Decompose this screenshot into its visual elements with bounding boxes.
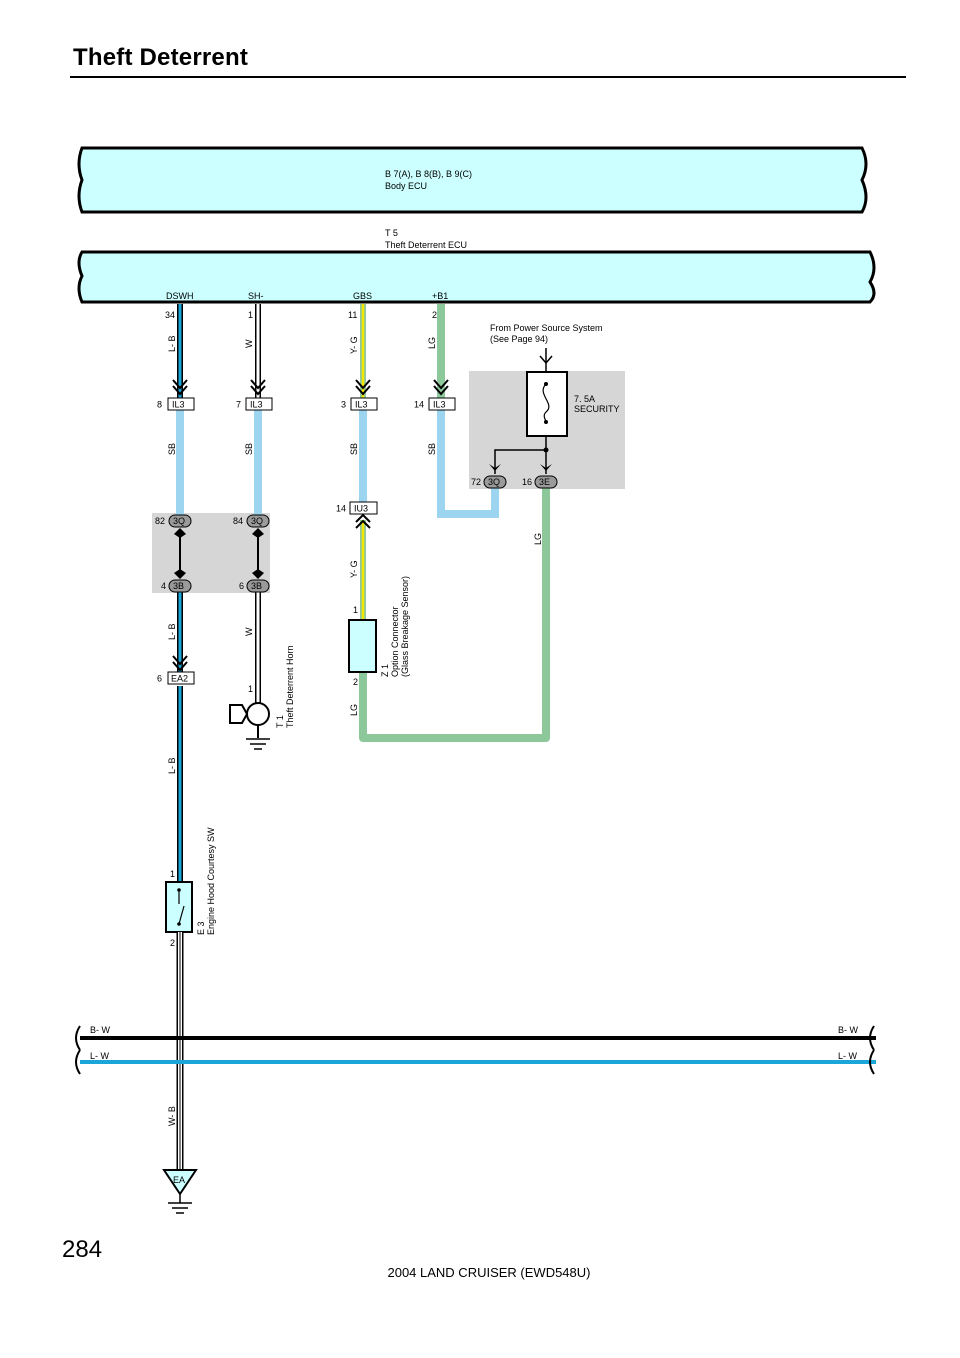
- wire-lg-return: [359, 486, 550, 742]
- pin-sh: 1: [248, 310, 253, 320]
- connector-3q-a-pin: 82: [155, 516, 165, 526]
- body-ecu-box: [77, 146, 868, 214]
- connector-il3-a-pin: 8: [157, 400, 162, 410]
- connector-il3-b-id: IL3: [250, 400, 263, 410]
- connector-il3-b: [245, 397, 273, 411]
- connector-3e-jb-pin: 16: [522, 477, 532, 487]
- wire-label-lb-2: L- B: [167, 623, 177, 640]
- fuse-rating: 7. 5A: [574, 394, 595, 404]
- wire-label-yg-1: Y- G: [349, 336, 359, 354]
- bus-label-bw-right: B- W: [838, 1025, 859, 1035]
- connector-3b-a-id: 3B: [173, 581, 184, 591]
- wire-label-lg-1: LG: [427, 337, 437, 349]
- connector-il3-b-pin: 7: [236, 400, 241, 410]
- bus-label-bw-left: B- W: [90, 1025, 111, 1035]
- connector-iu3: [349, 501, 378, 515]
- connector-il3-d: [428, 397, 456, 411]
- body-ecu-name: Body ECU: [385, 181, 427, 191]
- wire-label-sb-1: SB: [167, 443, 177, 455]
- option-connector-pin1: 1: [353, 605, 358, 615]
- option-connector-pin2: 2: [353, 677, 358, 687]
- theft-ecu-code: T 5: [385, 228, 398, 238]
- connector-3q-jb-pin: 72: [471, 477, 481, 487]
- horn-name: Theft Deterrent Horn: [285, 645, 295, 728]
- bus-label-lw-left: L- W: [90, 1051, 110, 1061]
- iu3-chevrons: [355, 513, 371, 529]
- bus-lines: [75, 1025, 876, 1075]
- connector-3b-b-id: 3B: [251, 581, 262, 591]
- connector-il3-d-pin: 14: [414, 400, 424, 410]
- connector-3b-b-pin: 6: [239, 581, 244, 591]
- wire-label-sb-4: SB: [427, 443, 437, 455]
- connector-3e-jb: [534, 475, 558, 489]
- terminal-sh: SH-: [248, 291, 264, 301]
- wire-b1: [437, 304, 499, 518]
- option-connector-code: Z 1: [380, 664, 390, 677]
- wire-label-yg-2: Y- G: [349, 560, 359, 578]
- wire-label-lg-2: LG: [533, 533, 543, 545]
- connector-3q-jb-id: 3Q: [488, 477, 500, 487]
- power-source-line2: (See Page 94): [490, 334, 548, 344]
- pin-gbs: 11: [348, 310, 357, 320]
- connector-ea2: [167, 671, 195, 685]
- connector-iu3-id: IU3: [354, 504, 368, 514]
- terminal-b1: +B1: [432, 291, 448, 301]
- connector-3q-b-id: 3Q: [251, 516, 263, 526]
- switch-pin1: 1: [170, 869, 175, 879]
- wire-label-lb-3: L- B: [167, 757, 177, 774]
- connector-il3-c-id: IL3: [355, 400, 368, 410]
- horn-pin: 1: [248, 684, 253, 694]
- terminal-gbs: GBS: [353, 291, 372, 301]
- wire-label-sb-3: SB: [349, 443, 359, 455]
- connector-ea2-id: EA2: [171, 674, 188, 684]
- connector-3q-b-pin: 84: [233, 516, 243, 526]
- connector-il3-c-pin: 3: [341, 400, 346, 410]
- connector-iu3-pin: 14: [336, 504, 346, 514]
- terminal-dswh: DSWH: [166, 291, 194, 301]
- wire-label-sb-2: SB: [244, 443, 254, 455]
- wire-label-w-2: W: [244, 627, 254, 636]
- il3-chevrons: [172, 379, 449, 396]
- pin-b1: 2: [432, 310, 437, 320]
- connector-il3-a: [167, 397, 195, 411]
- footer-model: 2004 LAND CRUISER (EWD548U): [387, 1265, 591, 1280]
- page-number: 284: [62, 1236, 103, 1263]
- option-connector-subname: (Glass Breakage Sensor): [400, 576, 410, 677]
- connector-il3-a-id: IL3: [172, 400, 185, 410]
- connector-3e-jb-id: 3E: [539, 477, 550, 487]
- wire-label-lb-1: L- B: [167, 335, 177, 352]
- connector-il3-c: [350, 397, 378, 411]
- switch-pin2: 2: [170, 938, 175, 948]
- theft-ecu-box: [77, 250, 876, 304]
- hood-switch-symbol: [165, 881, 193, 933]
- wire-label-wb: W- B: [167, 1106, 177, 1126]
- wire-label-lg-3: LG: [349, 704, 359, 716]
- option-connector-name: Option Connector: [390, 606, 400, 677]
- ground-ea-label: EA: [173, 1175, 185, 1185]
- horn-symbol: [229, 702, 270, 750]
- body-ecu-code: B 7(A), B 8(B), B 9(C): [385, 169, 472, 179]
- fuse-security: [489, 348, 568, 474]
- theft-ecu-name: Theft Deterrent ECU: [385, 240, 467, 250]
- ground-ea-symbol: [162, 1169, 198, 1214]
- page-title: Theft Deterrent: [73, 44, 249, 71]
- option-connector-body: [348, 619, 377, 673]
- connector-il3-d-id: IL3: [433, 400, 446, 410]
- switch-code: E 3: [196, 921, 206, 935]
- connector-3q-jb: [483, 475, 507, 489]
- pin-dswh: 34: [165, 310, 175, 320]
- wire-label-w-1: W: [244, 339, 254, 348]
- fuse-name: SECURITY: [574, 404, 620, 414]
- ea2-chevrons: [172, 655, 188, 672]
- title-rule: [70, 76, 906, 78]
- power-source-line1: From Power Source System: [490, 323, 603, 333]
- junction-3q-3b: [168, 514, 270, 593]
- horn-code: T 1: [275, 715, 285, 728]
- connector-3b-a-pin: 4: [161, 581, 166, 591]
- connector-ea2-pin: 6: [157, 674, 162, 684]
- bus-label-lw-right: L- W: [838, 1051, 858, 1061]
- switch-name: Engine Hood Courtesy SW: [206, 827, 216, 935]
- connector-3q-a-id: 3Q: [173, 516, 185, 526]
